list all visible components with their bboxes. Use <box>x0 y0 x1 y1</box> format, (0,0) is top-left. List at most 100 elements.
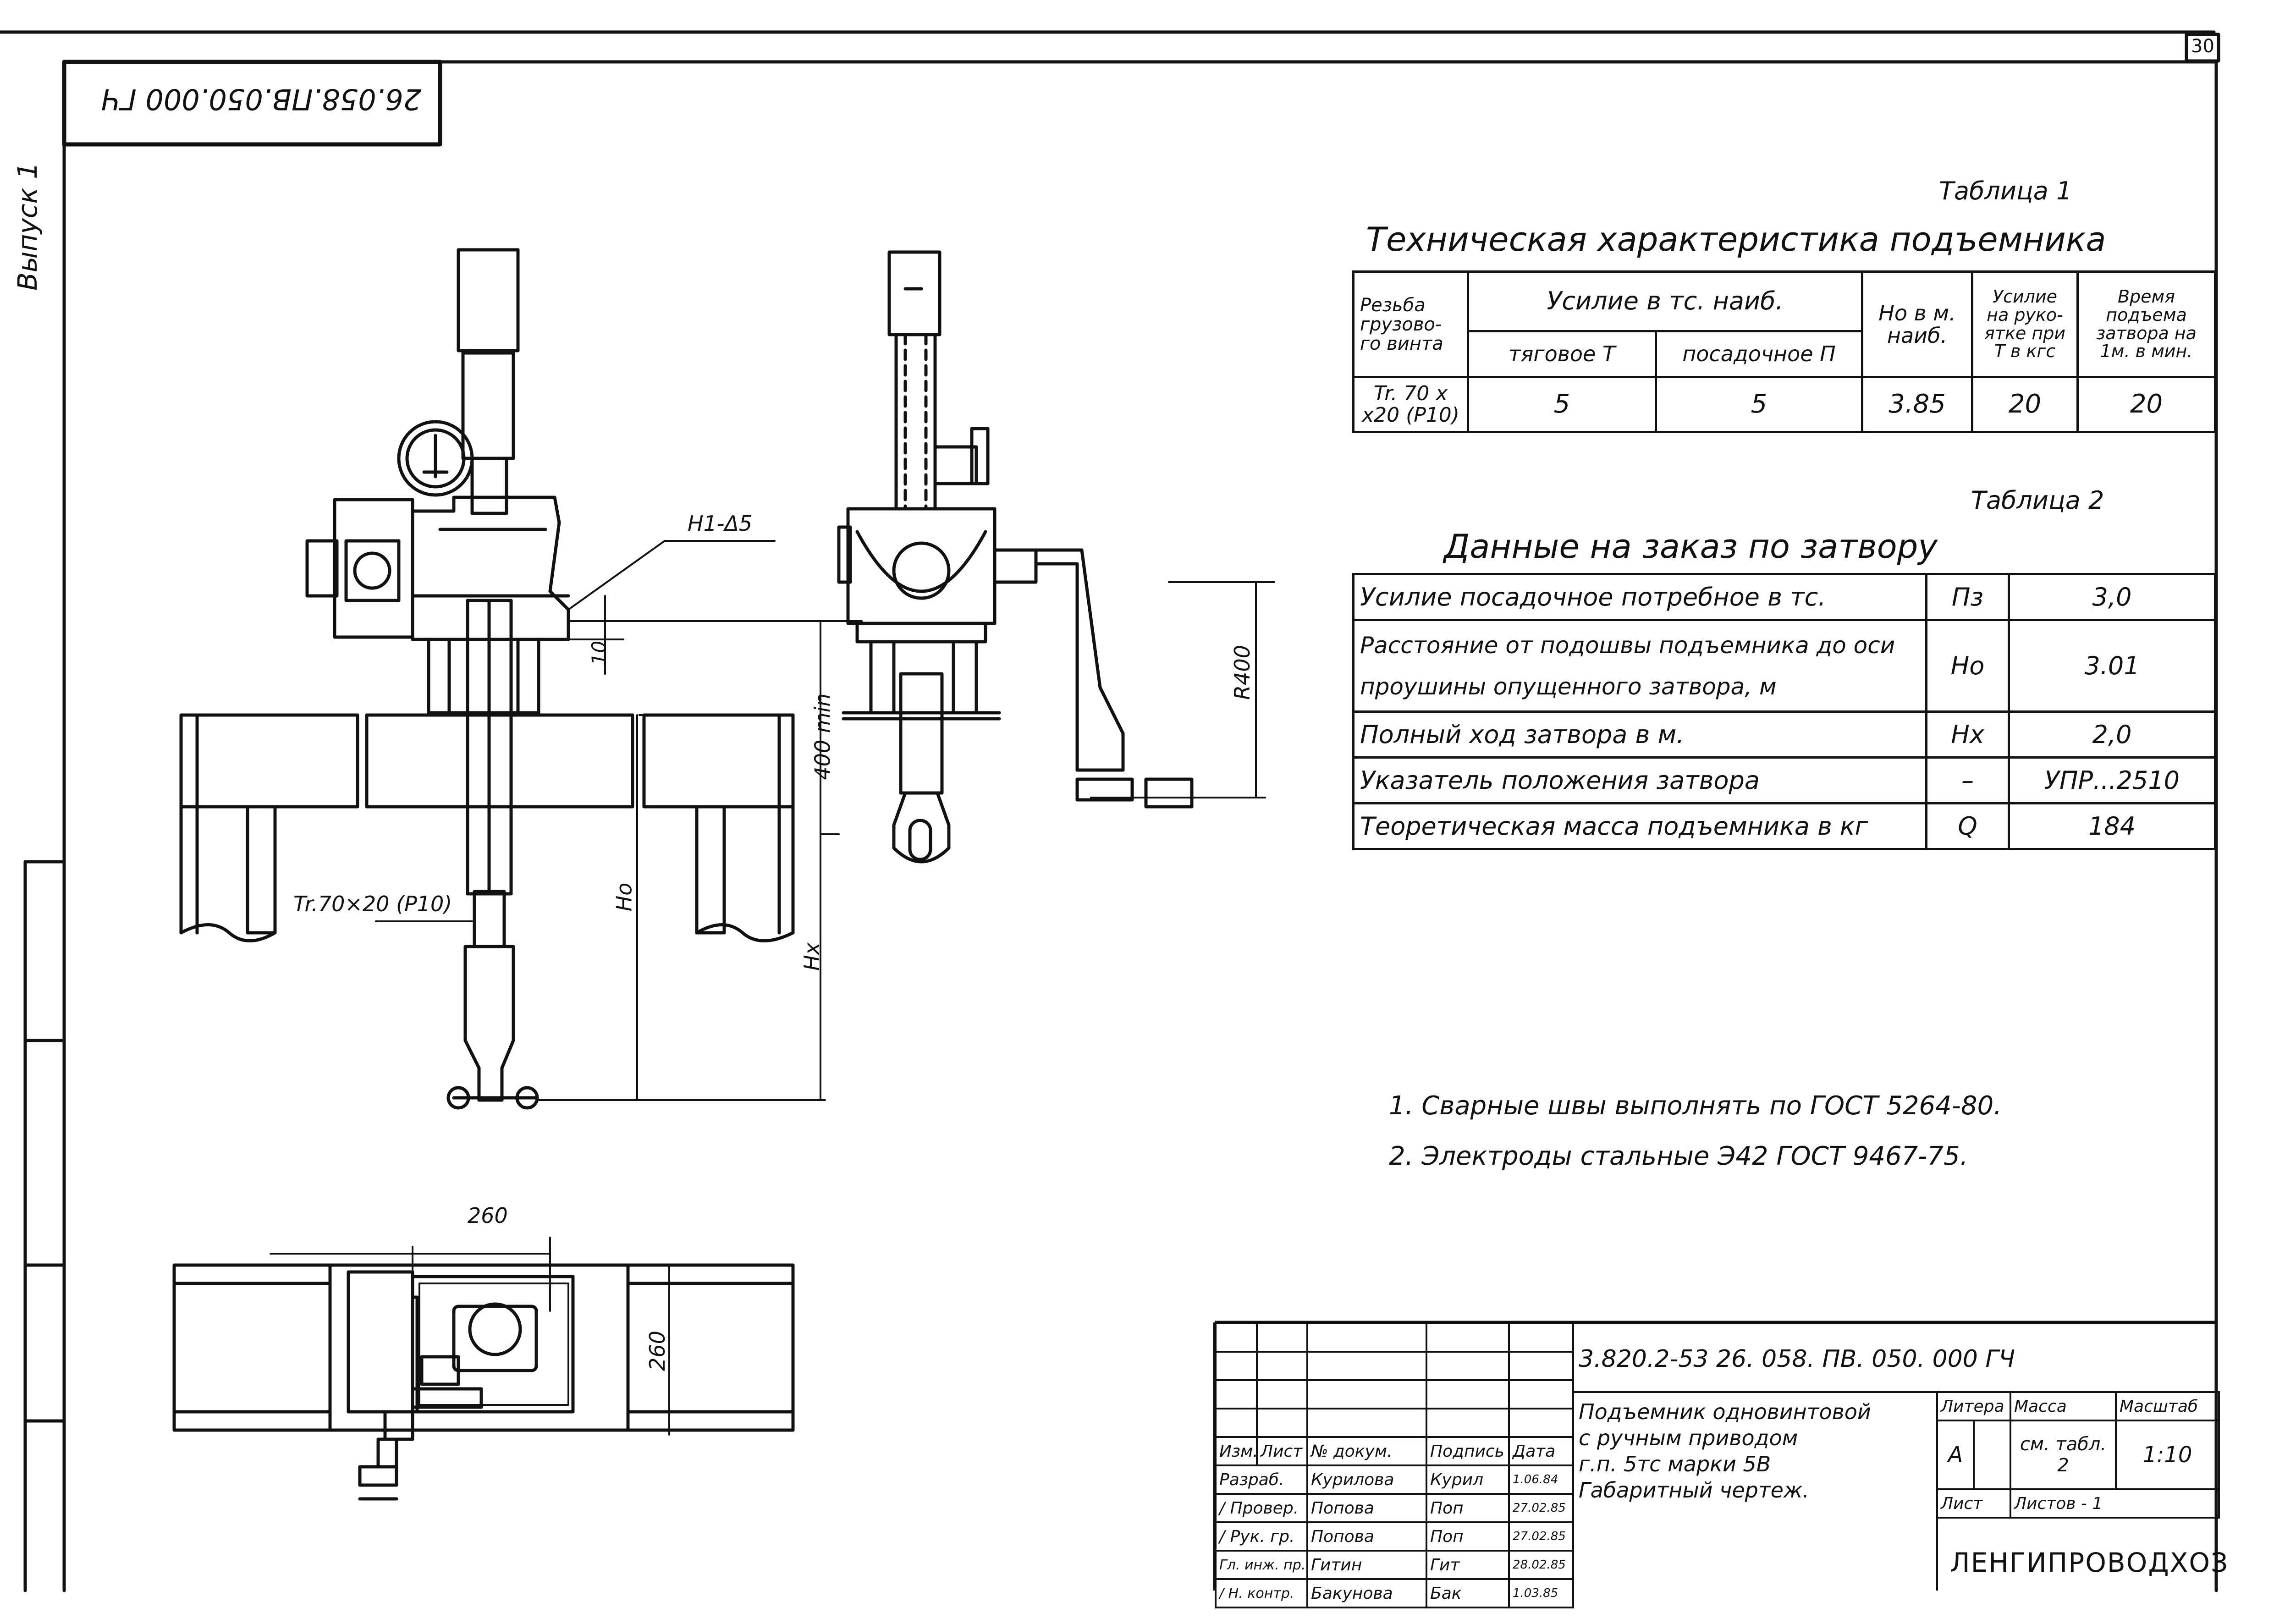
scale-label: Масштаб <box>2115 1391 2220 1421</box>
weld-label: Н1-Δ5 <box>688 511 753 536</box>
litera-label: Литера <box>1936 1391 2011 1421</box>
drawing-name-line: г.п. 5тс марки 5В <box>1579 1452 1771 1476</box>
note-2: 2. Электроды стальные Э42 ГОСТ 9467-75. <box>1389 1141 1968 1171</box>
stamp-code: 26.058.ПВ.050.000 ГЧ <box>101 83 422 116</box>
staff-role: / Рук. гр. <box>1215 1521 1308 1552</box>
drawing-name-line: Габаритный чертеж. <box>1579 1478 1810 1503</box>
staff-row: Разраб. Курилова Курил 1.06.84 <box>1215 1464 1574 1495</box>
dim-400min: 400 min <box>810 693 835 780</box>
staff-name: Попова <box>1306 1493 1427 1523</box>
mass-label: Масса <box>2010 1391 2117 1421</box>
header-izm: Изм. <box>1215 1436 1258 1466</box>
staff-name: Курилова <box>1306 1464 1427 1495</box>
table2-symbol: Нх <box>1925 710 2010 759</box>
table1-row-landing: 5 <box>1655 376 1863 433</box>
table2-value: 2,0 <box>2008 710 2216 759</box>
table1-col-handle: Усилие на руко-ятке при Т в кгс <box>1971 270 2079 378</box>
title-block-right: 3.820.2-53 26. 058. ПВ. 050. 000 ГЧ Подъ… <box>1572 1322 2228 1591</box>
table2-value: 3.01 <box>2008 619 2216 713</box>
title-block-frame <box>1213 1321 2216 1591</box>
table2-row: Указатель положения затвора – УПР...2510 <box>1352 756 2216 804</box>
front-view <box>179 248 795 1110</box>
sheet-number: 30 <box>2191 36 2214 57</box>
staff-row: / Рук. гр. Попова Поп 27.02.85 <box>1215 1521 1574 1552</box>
staff-signature: Поп <box>1426 1521 1510 1552</box>
drawing-name: Подъемник одновинтовой с ручным приводом… <box>1574 1391 1938 1591</box>
thread-label: Tr.70×20 (P10) <box>293 892 452 916</box>
litera-value: А <box>1936 1420 1975 1490</box>
header-list: Лист <box>1256 1436 1308 1466</box>
table1-col-time: Время подъема затвора на 1м. в мин. <box>2076 270 2216 378</box>
table2-label: Теоретическая масса подъемника в кг <box>1352 802 1927 850</box>
sheets-label: Листов - 1 <box>2010 1488 2220 1519</box>
table2-row: Полный ход затвора в м. Нх 2,0 <box>1352 710 2216 759</box>
table2-row: Расстояние от подошвы подъемника до оси … <box>1352 619 2216 713</box>
table1-row-handle: 20 <box>1971 376 2079 433</box>
staff-date: 1.06.84 <box>1508 1464 1574 1495</box>
staff-role: Разраб. <box>1215 1464 1308 1495</box>
table2-value: 184 <box>2008 802 2216 850</box>
staff-date: 27.02.85 <box>1508 1493 1574 1523</box>
table1-col-ho: Но в м. наиб. <box>1861 270 1973 378</box>
title-block-staff: Изм. Лист № докум. Подпись Дата Разраб. … <box>1215 1322 1574 1608</box>
table2-title: Данные на заказ по затвору <box>1444 527 1938 566</box>
staff-mark: / <box>1219 1527 1225 1546</box>
staff-role: / Провер. <box>1215 1493 1308 1523</box>
staff-mark: / <box>1219 1498 1225 1518</box>
staff-name: Гитин <box>1306 1550 1427 1580</box>
mass-value: см. табл. 2 <box>2010 1420 2117 1490</box>
table1-row-ho: 3.85 <box>1861 376 1973 433</box>
table2-label: Полный ход затвора в м. <box>1352 710 1927 759</box>
table2-label: Усилие посадочное потребное в тс. <box>1352 573 1927 621</box>
dim-10: 10 <box>588 640 611 666</box>
table1-col-landing: посадочное П <box>1655 330 1863 378</box>
table2-label: Указатель положения затвора <box>1352 756 1927 804</box>
table2-row: Усилие посадочное потребное в тс. Пз 3,0 <box>1352 573 2216 621</box>
drawing-name-line: Подъемник одновинтовой <box>1579 1399 1871 1424</box>
table1-col-tension: тяговое Т <box>1467 330 1657 378</box>
staff-role: Гл. инж. пр. <box>1215 1550 1308 1580</box>
staff-date: 28.02.85 <box>1508 1550 1574 1580</box>
dim-260-side: 260 <box>644 1331 670 1371</box>
stamp-box <box>62 60 442 147</box>
staff-row: / Провер. Попова Поп 27.02.85 <box>1215 1493 1574 1523</box>
drawing-name-line: с ручным приводом <box>1579 1426 1798 1450</box>
title-block-header-row: Изм. Лист № докум. Подпись Дата <box>1215 1436 1574 1466</box>
staff-mark: / <box>1219 1585 1224 1602</box>
dim-R400: R400 <box>1229 645 1255 700</box>
header-doc: № докум. <box>1306 1436 1427 1466</box>
organization: ЛЕНГИПРОВОДХОЗ <box>1950 1547 2229 1578</box>
table2-symbol: Пз <box>1925 573 2010 621</box>
table2: Усилие посадочное потребное в тс. Пз 3,0… <box>1352 573 2216 850</box>
staff-role: / Н. контр. <box>1215 1578 1308 1608</box>
table2-symbol: Q <box>1925 802 2010 850</box>
scale-value: 1:10 <box>2115 1420 2220 1490</box>
table2-label: Расстояние от подошвы подъемника до оси … <box>1352 619 1927 713</box>
table2-caption: Таблица 2 <box>1971 486 2104 515</box>
staff-date: 27.02.85 <box>1508 1521 1574 1552</box>
staff-row: Гл. инж. пр. Гитин Гит 28.02.85 <box>1215 1550 1574 1580</box>
staff-signature: Поп <box>1426 1493 1510 1523</box>
staff-signature: Гит <box>1426 1550 1510 1580</box>
table1-col-force: Усилие в тс. наиб. <box>1467 270 1863 332</box>
staff-name: Бакунова <box>1306 1578 1427 1608</box>
staff-name: Попова <box>1306 1521 1427 1552</box>
table2-symbol: – <box>1925 756 2010 804</box>
note-1: 1. Сварные швы выполнять по ГОСТ 5264-80… <box>1389 1091 2002 1121</box>
staff-signature: Бак <box>1426 1578 1510 1608</box>
table2-value: УПР...2510 <box>2008 756 2216 804</box>
header-date: Дата <box>1508 1436 1574 1466</box>
table2-value: 3,0 <box>2008 573 2216 621</box>
table2-symbol: Но <box>1925 619 2010 713</box>
dim-260-top: 260 <box>468 1203 508 1228</box>
doc-code: 3.820.2-53 26. 058. ПВ. 050. 000 ГЧ <box>1579 1345 2015 1373</box>
table2-row: Теоретическая масса подъемника в кг Q 18… <box>1352 802 2216 850</box>
dim-Ho: Но <box>611 882 637 912</box>
sheet-label: Лист <box>1936 1488 2011 1519</box>
plan-view <box>172 1263 795 1501</box>
table1: Резьба грузово-го винта Усилие в тс. наи… <box>1352 270 2216 433</box>
staff-signature: Курил <box>1426 1464 1510 1495</box>
header-sign: Подпись <box>1426 1436 1510 1466</box>
side-view <box>837 250 1194 864</box>
